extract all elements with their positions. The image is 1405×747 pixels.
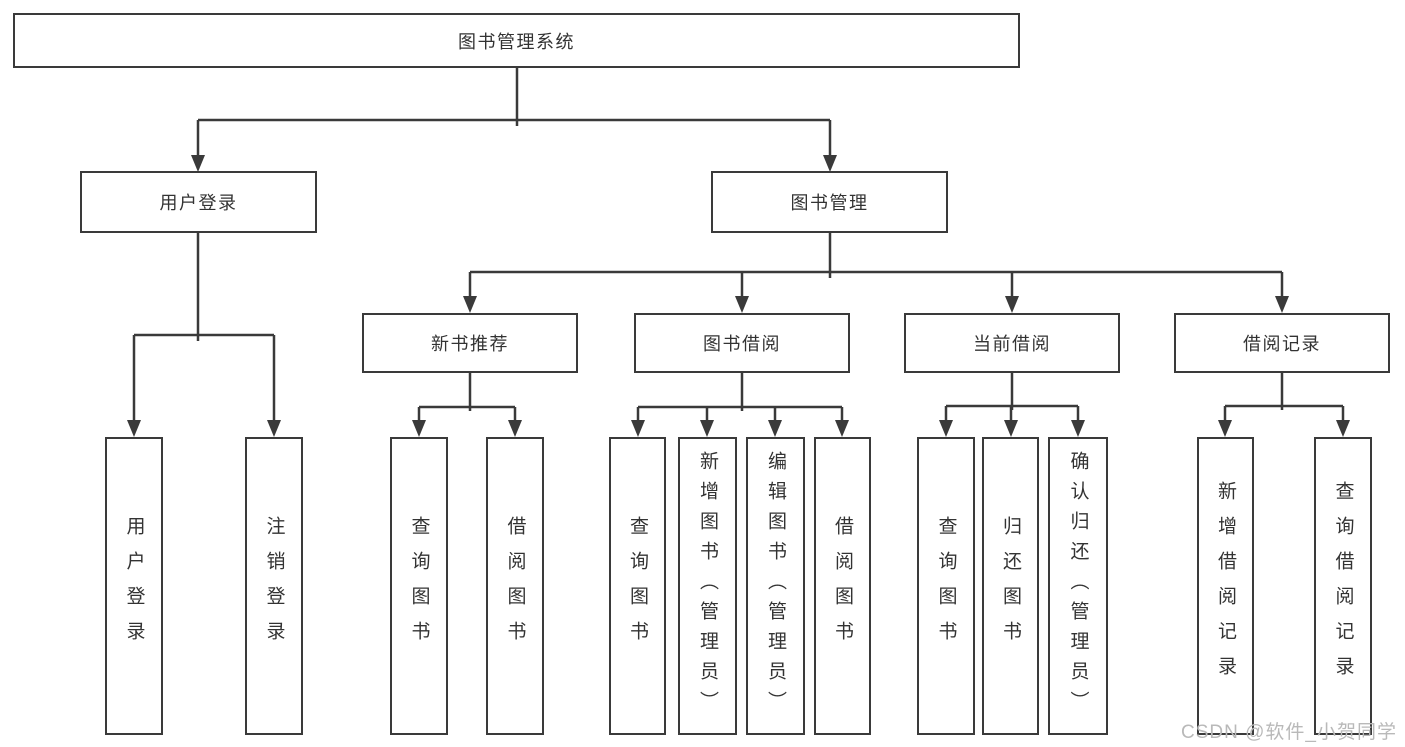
node-leaf-query-books-current: 查询图书 [917, 437, 975, 735]
node-leaf-query-books-borrow-label: 查询图书 [627, 516, 648, 656]
node-leaf-edit-books-admin-label: 编辑图书（管理员） [765, 451, 786, 721]
node-leaf-query-books-recommend-label: 查询图书 [408, 516, 430, 656]
node-leaf-confirm-return-admin-label: 确认归还（管理员） [1067, 451, 1089, 721]
node-leaf-query-borrow-record-label: 查询借阅记录 [1332, 481, 1354, 691]
node-leaf-query-books-current-label: 查询图书 [935, 516, 957, 656]
node-borrowing-records-label: 借阅记录 [1243, 334, 1321, 354]
node-leaf-borrow-books-recommend-label: 借阅图书 [504, 516, 526, 656]
arrowheads [127, 155, 1350, 437]
node-book-borrowing: 图书借阅 [634, 313, 850, 373]
node-current-borrowing-label: 当前借阅 [973, 334, 1051, 354]
node-leaf-add-borrow-record-label: 新增借阅记录 [1215, 481, 1236, 691]
node-leaf-borrow-books-recommend: 借阅图书 [486, 437, 544, 735]
csdn-watermark: CSDN @软件_小贺同学 [1181, 722, 1397, 743]
node-user-login-label: 用户登录 [159, 193, 238, 213]
node-book-management-label: 图书管理 [790, 193, 869, 213]
node-leaf-logout: 注销登录 [245, 437, 303, 735]
node-leaf-user-login-label: 用户登录 [123, 516, 145, 656]
node-leaf-return-books: 归还图书 [982, 437, 1039, 735]
node-user-login: 用户登录 [80, 171, 317, 233]
node-leaf-add-borrow-record: 新增借阅记录 [1197, 437, 1254, 735]
node-leaf-query-borrow-record: 查询借阅记录 [1314, 437, 1372, 735]
node-new-book-recommendation-label: 新书推荐 [431, 334, 509, 354]
node-current-borrowing: 当前借阅 [904, 313, 1120, 373]
node-book-management: 图书管理 [711, 171, 948, 233]
node-library-management-system: 图书管理系统 [13, 13, 1020, 68]
node-leaf-add-books-admin: 新增图书（管理员） [678, 437, 737, 735]
node-leaf-confirm-return-admin: 确认归还（管理员） [1048, 437, 1108, 735]
node-leaf-query-books-borrow: 查询图书 [609, 437, 666, 735]
node-book-borrowing-label: 图书借阅 [703, 334, 781, 354]
node-library-management-system-label: 图书管理系统 [458, 31, 575, 52]
node-new-book-recommendation: 新书推荐 [362, 313, 578, 373]
node-borrowing-records: 借阅记录 [1174, 313, 1390, 373]
node-leaf-return-books-label: 归还图书 [1000, 516, 1021, 656]
node-leaf-add-books-admin-label: 新增图书（管理员） [697, 451, 718, 721]
node-leaf-logout-label: 注销登录 [263, 516, 285, 656]
node-leaf-query-books-recommend: 查询图书 [390, 437, 448, 735]
node-leaf-borrow-books: 借阅图书 [814, 437, 871, 735]
node-leaf-edit-books-admin: 编辑图书（管理员） [746, 437, 805, 735]
node-leaf-borrow-books-label: 借阅图书 [832, 516, 853, 656]
node-leaf-user-login: 用户登录 [105, 437, 163, 735]
